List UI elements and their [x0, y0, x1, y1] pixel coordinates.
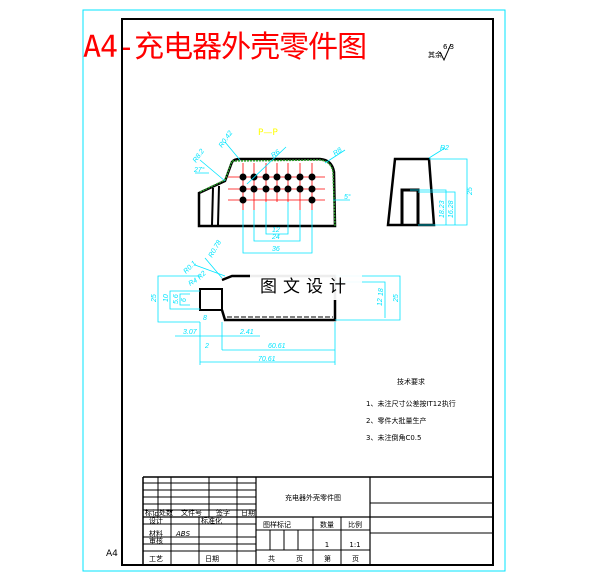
dim-angle-5: 5°	[344, 193, 351, 201]
process-label: 工艺	[149, 555, 163, 563]
dim-2: 2	[204, 343, 209, 350]
part-name: 充电器外壳零件图	[285, 493, 341, 502]
side-view: R2 25 18.23 16.28	[386, 145, 474, 227]
standardization-label: 标准化	[201, 516, 222, 525]
roughness-note: 其余	[428, 50, 442, 59]
dim-60-61: 60.61	[268, 343, 286, 350]
dim-r4: R4	[188, 277, 199, 288]
scale-label: 比例	[348, 520, 362, 529]
section-label: P—P	[258, 128, 278, 138]
dim-r6: R6	[270, 149, 281, 160]
bottom-view: 25 10 5.6 6 8 3.07 2.41 2 60.61 70.61 R0…	[151, 239, 401, 365]
dim-r2: R2	[440, 145, 449, 152]
material-value: ABS	[175, 530, 191, 538]
quantity-label: 数量	[320, 520, 334, 529]
section-view: 12 24 36 R8.2 R0.42 R6 R8 27° 5°	[192, 130, 351, 254]
quantity-value: 1	[325, 541, 329, 549]
roughness-symbol-icon	[439, 43, 452, 62]
dim-3-07: 3.07	[183, 329, 198, 336]
dim-24: 24	[271, 234, 280, 241]
roughness-value: 6.3	[443, 43, 454, 51]
dim-angle-27: 27°	[193, 166, 205, 174]
watermark: 图文设计	[250, 274, 362, 300]
dim-r2-b: R2	[196, 270, 207, 281]
dim-8: 8	[203, 315, 207, 322]
tech-requirements-heading: 技术要求	[397, 377, 425, 386]
dim-18-right: 18	[378, 288, 385, 296]
material-label: 材料	[149, 529, 163, 538]
tech-requirement-1: 1、未注尺寸公差按IT12执行	[366, 399, 456, 408]
dim-25: 25	[467, 187, 474, 196]
drawing-frame	[121, 18, 494, 566]
dim-16-28: 16.28	[448, 200, 455, 218]
dim-70-61: 70.61	[258, 356, 276, 363]
dim-r0-42: R0.42	[218, 130, 235, 149]
tech-requirement-3: 3、未注倒角C0.5	[366, 433, 421, 442]
dim-25-right: 25	[393, 294, 400, 303]
tech-requirement-2: 2、零件大批量生产	[366, 416, 426, 425]
dim-r0-78: R0.78	[208, 239, 223, 259]
dim-36: 36	[272, 246, 280, 253]
design-label: 设计	[149, 516, 163, 525]
page-label: 页	[296, 555, 303, 563]
review-label: 审核	[149, 536, 163, 545]
total-label: 共	[268, 554, 275, 563]
header-count: 处数	[159, 508, 173, 517]
header-file-no: 文件号	[181, 508, 202, 517]
dim-18-23: 18.23	[439, 200, 446, 218]
header-mark: 标记	[145, 508, 159, 517]
page2-label: 页	[352, 555, 359, 563]
header-date: 日期	[241, 509, 255, 517]
scale-value: 1:1	[349, 541, 360, 549]
dim-10: 10	[163, 294, 170, 302]
sheet-size-label: A4	[106, 549, 118, 559]
drawing-title: A4-充电器外壳零件图	[83, 30, 367, 65]
date-label: 日期	[205, 555, 219, 563]
sheet-label: 第	[324, 554, 331, 563]
outer-border	[82, 9, 506, 572]
dim-25-left: 25	[151, 294, 158, 303]
dim-12-right: 12	[377, 298, 384, 306]
dim-r8: R8	[332, 147, 343, 158]
dim-5-6: 5.6	[173, 294, 180, 304]
dim-2-41: 2.41	[239, 329, 254, 336]
dim-r0-1: R0.1	[182, 260, 197, 275]
dim-6: 6	[181, 298, 188, 302]
dim-12: 12	[272, 227, 280, 234]
dim-r8-2: R8.2	[192, 148, 206, 164]
title-block	[142, 476, 493, 565]
header-signature: 签字	[216, 508, 230, 517]
sample-mark-label: 图样标记	[263, 520, 291, 529]
